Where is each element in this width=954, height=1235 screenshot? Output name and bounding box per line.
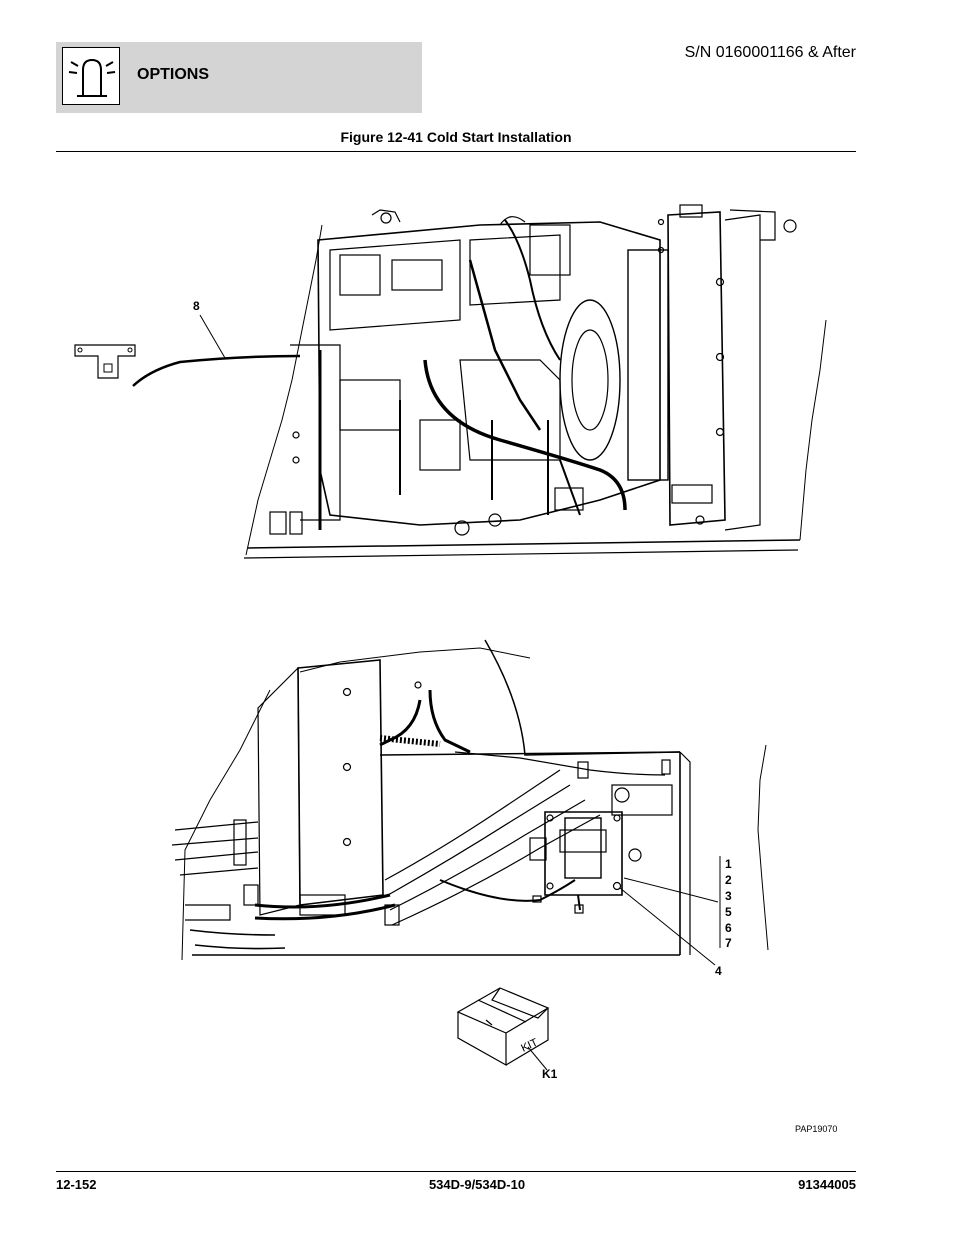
beacon-light-icon xyxy=(62,47,120,105)
callout-leaders xyxy=(527,856,721,1071)
callout-5: 5 xyxy=(725,905,732,919)
kit-label: KIT xyxy=(519,1036,540,1054)
callout-1: 1 xyxy=(725,857,732,871)
page-number: 12-152 xyxy=(56,1177,97,1192)
mount-assembly xyxy=(171,639,769,961)
serial-number: S/N 0160001166 & After xyxy=(684,44,856,61)
cold-start-cable xyxy=(74,314,301,387)
callout-4: 4 xyxy=(715,964,722,978)
figure-title: Figure 12-41 Cold Start Installation xyxy=(340,129,572,145)
figure-code: PAP19070 xyxy=(795,1124,838,1134)
callout-7: 7 xyxy=(725,936,732,950)
model-number: 534D-9/534D-10 xyxy=(428,1177,526,1192)
callout-k1: K1 xyxy=(542,1067,558,1081)
callout-2: 2 xyxy=(725,873,732,887)
engine-assembly xyxy=(243,204,827,559)
kit-box-icon xyxy=(456,987,550,1067)
callout-3: 3 xyxy=(725,889,732,903)
bottom-rule xyxy=(56,1171,856,1172)
section-title: OPTIONS xyxy=(137,66,210,83)
callout-6: 6 xyxy=(725,921,732,935)
callout-8: 8 xyxy=(193,299,200,313)
top-rule xyxy=(56,151,856,152)
part-number: 91344005 xyxy=(798,1177,856,1192)
